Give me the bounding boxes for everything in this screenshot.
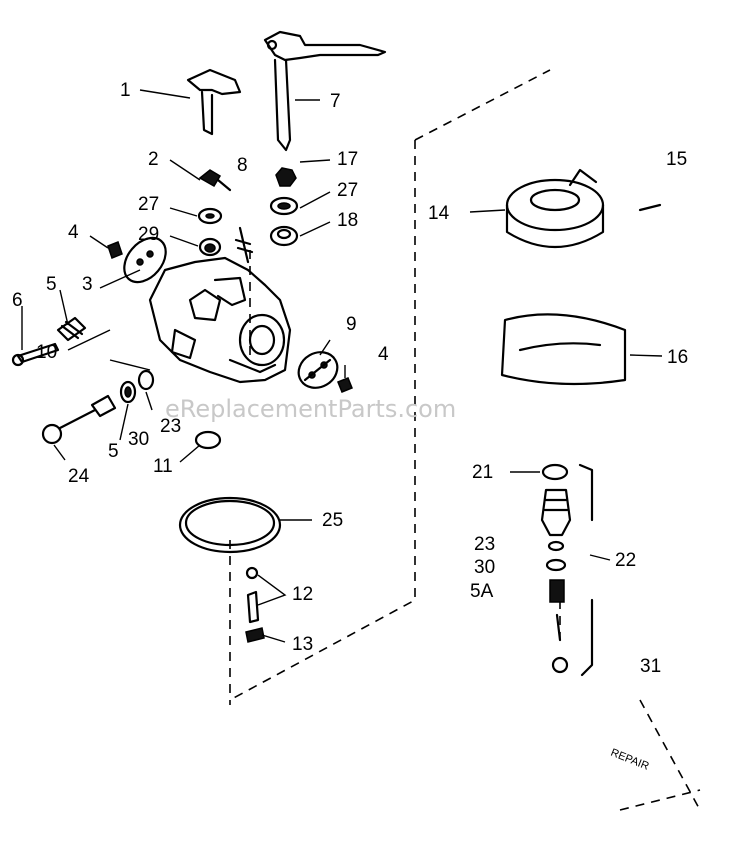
part-17-seal xyxy=(275,167,297,187)
part-8-spring xyxy=(234,226,254,264)
part-13-pin xyxy=(245,627,265,643)
callout-13: 13 xyxy=(292,634,313,655)
callout-9: 9 xyxy=(346,314,357,335)
callout-27-right: 27 xyxy=(337,180,358,201)
part-27-washer-right xyxy=(269,196,299,216)
part-4-screw-upper xyxy=(107,241,123,259)
watermark: eReplacementParts.com xyxy=(165,395,456,423)
carburetor-body xyxy=(148,256,292,384)
part-11-seal xyxy=(194,430,222,450)
callout-5A: 5A xyxy=(470,581,494,602)
assembly-guide-lines xyxy=(229,69,701,811)
callout-21: 21 xyxy=(472,462,493,483)
part-5A-needle xyxy=(549,579,569,674)
callout-27-left: 27 xyxy=(138,194,159,215)
part-22-bracket xyxy=(578,463,594,677)
part-27-washer-left xyxy=(197,207,223,225)
callout-14: 14 xyxy=(428,203,450,224)
part-9-throttle-plate xyxy=(297,351,339,389)
part-18-seal xyxy=(269,225,299,247)
part-1-choke-shaft xyxy=(186,68,242,136)
callout-8: 8 xyxy=(237,155,248,176)
callout-24: 24 xyxy=(68,466,90,487)
part-15-pin xyxy=(638,203,662,212)
part-2-spring xyxy=(198,169,232,192)
part-16-float-bowl xyxy=(500,313,627,386)
callout-10: 10 xyxy=(36,342,57,363)
leader-lines xyxy=(21,89,663,643)
part-25-bowl-gasket xyxy=(178,496,282,554)
part-23-washer xyxy=(137,369,155,391)
callout-18: 18 xyxy=(337,210,358,231)
callout-29: 29 xyxy=(138,224,159,245)
part-23-oring-right xyxy=(547,540,565,552)
callout-1: 1 xyxy=(120,80,131,101)
callout-2: 2 xyxy=(148,149,159,170)
callout-5-lower: 5 xyxy=(108,441,119,462)
part-30-oring xyxy=(119,380,137,404)
callout-12: 12 xyxy=(292,584,313,605)
callout-25: 25 xyxy=(322,510,343,531)
part-22-bowl-nut xyxy=(540,488,572,537)
part-choke-plate xyxy=(123,236,167,284)
callout-11: 11 xyxy=(153,456,173,477)
part-29-washer xyxy=(198,237,222,257)
part-14-float xyxy=(505,168,605,248)
part-4-screw-lower xyxy=(337,377,353,393)
part-21-washer xyxy=(541,463,569,481)
callout-4-upper: 4 xyxy=(68,222,79,243)
callout-5-upper: 5 xyxy=(46,274,57,295)
callout-16: 16 xyxy=(667,347,688,368)
callout-6: 6 xyxy=(12,290,23,311)
callout-23-right: 23 xyxy=(474,534,495,555)
repair-kit-label: REPAIR xyxy=(609,747,651,773)
part-7-throttle-shaft xyxy=(263,30,387,152)
part-5-needle-upper xyxy=(56,316,87,342)
callout-labels: 1 7 2 8 17 27 27 18 29 4 5 3 6 9 4 10 23… xyxy=(12,80,688,677)
callout-23-left: 23 xyxy=(160,416,181,437)
callout-7: 7 xyxy=(330,91,341,112)
callout-3: 3 xyxy=(82,274,93,295)
part-30-oring-right xyxy=(545,558,567,572)
callout-30-right: 30 xyxy=(474,557,495,578)
callout-22: 22 xyxy=(615,550,636,571)
callout-15: 15 xyxy=(666,149,687,170)
part-24-needle xyxy=(41,394,117,445)
part-6-screw xyxy=(11,342,60,367)
callout-4-lower: 4 xyxy=(378,344,389,365)
callout-17: 17 xyxy=(337,149,358,170)
callout-30-left: 30 xyxy=(128,429,149,450)
part-12-pin-items xyxy=(245,566,260,624)
callout-31: 31 xyxy=(640,656,661,677)
